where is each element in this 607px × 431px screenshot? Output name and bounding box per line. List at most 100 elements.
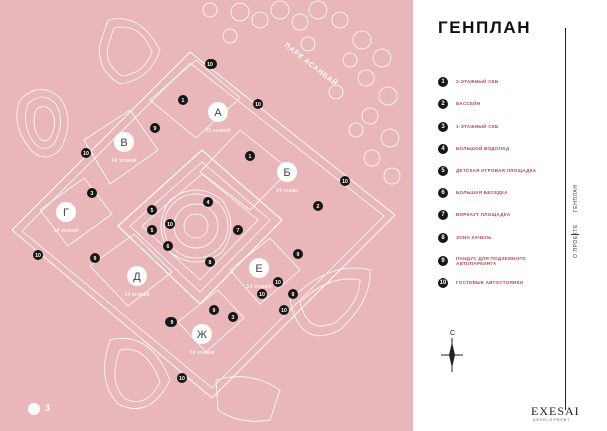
building-circle [127, 266, 147, 286]
site-outline [11, 0, 401, 422]
building-circle [277, 162, 297, 182]
legend-item: 1 2-ЭТАЖНЫЙ СКБ [438, 75, 551, 89]
marker-number: 5 [151, 228, 154, 234]
marker-number: 3 [232, 315, 235, 321]
map-marker: 3 [228, 312, 238, 322]
legend-item: 5 ДЕТСКАЯ ИГРОВАЯ ПЛОЩАДКА [438, 164, 551, 178]
building-circle [249, 258, 269, 278]
marker-number: 9 [94, 256, 97, 262]
map-marker: 4 [203, 197, 213, 207]
marker-number: 10 [281, 308, 287, 314]
legend-item: 3 1-ЭТАЖНЫЙ СКБ [438, 120, 551, 134]
legend-panel: ГЕНПЛАН О ПРОЕКТЕ ГЕНПЛАН 1 2-ЭТАЖНЫЙ СК… [413, 0, 607, 431]
legend-number-8: 8 [438, 233, 448, 243]
map-marker: 10 [340, 176, 350, 186]
legend-number-7: 7 [438, 210, 448, 220]
marker-circle [228, 312, 238, 322]
legend-number-6: 6 [438, 188, 448, 198]
building-circle [192, 324, 212, 344]
legend-number-5: 5 [438, 166, 448, 176]
legend-label: БОЛЬШАЯ БЕСЕДКА [456, 190, 508, 196]
building-floors: 14 этажей [111, 157, 136, 164]
building-label: Г14 этажей [53, 202, 79, 234]
marker-number: 8 [209, 260, 212, 266]
legend-label: ГОСТЕВЫЕ АВТОСТОЯНКИ [456, 280, 524, 286]
map-marker: 10 [165, 219, 175, 229]
side-label-project: О ПРОЕКТЕ [573, 223, 579, 258]
compass-north-label: С [450, 330, 456, 337]
map-marker: 5 [147, 205, 157, 215]
map-marker: 10 [257, 289, 267, 299]
marker-circle [288, 289, 298, 299]
marker-circle [205, 59, 215, 69]
marker-number: 7 [237, 228, 240, 234]
marker-circle [81, 148, 91, 158]
page-title: ГЕНПЛАН [438, 18, 532, 37]
map-marker: 9 [293, 249, 303, 259]
legend-label: БАССЕЙН [456, 101, 481, 107]
building-label: Д14 этажей [124, 266, 150, 298]
map-marker: 10 [253, 99, 263, 109]
building-floors: 14 этажей [246, 283, 271, 290]
map-marker: 1 [245, 151, 255, 161]
marker-number: 2 [317, 204, 320, 210]
marker-circle [203, 197, 213, 207]
map-marker: 10 [81, 148, 91, 158]
marker-circle [233, 225, 243, 235]
marker-circle [257, 289, 267, 299]
marker-circle [165, 219, 175, 229]
map-drawing: 1019101101021093105457689109910931091010… [11, 0, 401, 422]
side-tick [571, 234, 579, 235]
marker-number: 9 [292, 292, 295, 298]
legend-number-4: 4 [438, 144, 448, 154]
marker-number: 10 [167, 222, 173, 228]
building-floors: 24 этажа [276, 188, 298, 194]
marker-number: 9 [171, 320, 174, 326]
legend-label: ПАНДУС ДЛЯ ПОДЗЕМНОГО АВТОПАРКИНГА [456, 255, 526, 266]
map-marker: 8 [205, 257, 215, 267]
building-letter: Ж [197, 329, 207, 341]
building-letter: В [120, 137, 127, 149]
page-number: 3 [45, 403, 51, 413]
marker-number: 10 [207, 62, 213, 68]
map-marker: 9 [90, 253, 100, 263]
marker-number: 9 [213, 308, 216, 314]
marker-circle [253, 99, 263, 109]
marker-circle [178, 95, 188, 105]
marker-number: 9 [154, 126, 157, 132]
map-markers: 1019101101021093105457689109910931091010 [33, 59, 350, 383]
building-label: Б24 этажа [276, 162, 298, 194]
marker-circle [273, 277, 283, 287]
building-floors: 14 этажей [189, 349, 214, 356]
marker-circle [33, 250, 43, 260]
legend-label: ВОРКАУТ ПЛОЩАДКА [456, 212, 511, 218]
building-circle [114, 132, 134, 152]
marker-circle [167, 317, 177, 327]
map-marker: 9 [167, 317, 177, 327]
map-marker: 7 [233, 225, 243, 235]
marker-circle [147, 225, 157, 235]
marker-circle [205, 257, 215, 267]
legend-number-2: 2 [438, 99, 448, 109]
building-circle [56, 202, 76, 222]
compass-icon [441, 338, 463, 372]
legend-item: 10 ГОСТЕВЫЕ АВТОСТОЯНКИ [438, 276, 551, 290]
legend-item: 6 БОЛЬШАЯ БЕСЕДКА [438, 186, 551, 200]
legend-number-10: 10 [438, 278, 448, 288]
legend-item: 2 БАССЕЙН [438, 97, 551, 111]
marker-circle [245, 151, 255, 161]
map-marker: 3 [87, 188, 97, 198]
marker-circle [163, 241, 173, 251]
building-label: Е14 этажей [246, 258, 272, 290]
building-label: А25 этажей [205, 102, 231, 134]
marker-circle [209, 305, 219, 315]
marker-circle [90, 253, 100, 263]
legend-label: БОЛЬШОЙ ВОДОПАД [456, 146, 510, 152]
legend-item: 8 ЗОНА КАЧЕЛЬ [438, 231, 551, 245]
brand-logo: EXESAI [531, 404, 580, 418]
park-label: ПАРК АСАНБАЙ [283, 40, 340, 87]
map-marker: 9 [209, 305, 219, 315]
marker-number: 1 [182, 98, 185, 104]
map-marker: 10 [177, 373, 187, 383]
